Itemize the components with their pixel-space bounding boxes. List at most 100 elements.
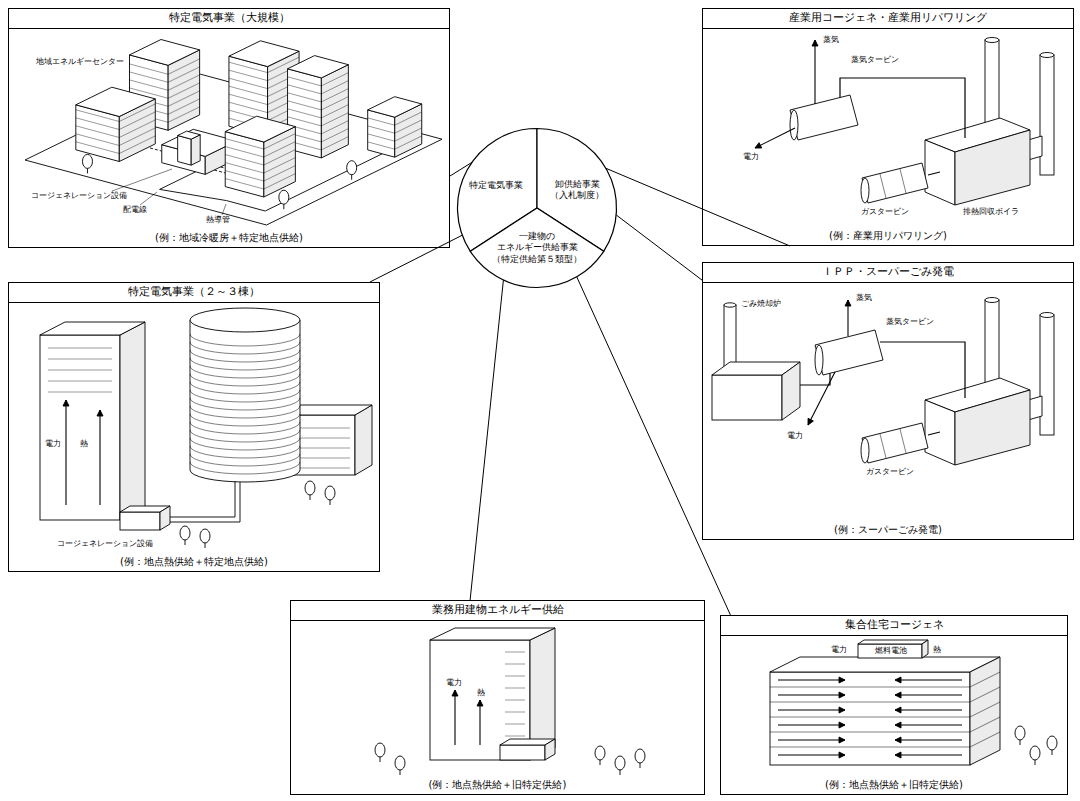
floor-line [119, 120, 155, 138]
fuel-cell [858, 640, 928, 644]
example-caption: (例：地点熱供給＋特定地点供給) [11, 556, 377, 568]
leader-line [112, 169, 172, 191]
panel-title: 業務用建物エネルギー供給 [291, 601, 704, 621]
illustration-label: 電力 [742, 153, 760, 161]
window-line [300, 428, 350, 429]
cogeneration-unit [160, 506, 170, 530]
floor-line [119, 136, 155, 154]
office-illustration [375, 628, 645, 775]
window-line [505, 724, 525, 725]
window-line [300, 438, 350, 439]
chimney-top [1040, 53, 1054, 58]
floor-line [395, 120, 422, 133]
tower-band [190, 334, 300, 346]
illustration-label: 熱 [79, 440, 89, 448]
floor-line [770, 702, 970, 703]
incinerator [712, 375, 782, 420]
floor-line [321, 105, 348, 118]
floor-line [129, 72, 168, 82]
chimney-top [985, 38, 999, 43]
floor-line [288, 101, 322, 110]
supply-arrow [895, 754, 962, 755]
building-face [355, 405, 372, 475]
arrow-head [839, 752, 845, 758]
repowering-illustration [755, 38, 1054, 206]
building-roof [430, 628, 555, 640]
example-panel: 特定電気事業（２～３棟） (例：地点熱供給＋特定地点供給) [8, 282, 380, 572]
supply-arrow [778, 694, 845, 695]
panel-title: ＩＰＰ・スーパーごみ発電 [703, 263, 1073, 283]
illustration-label: 蒸気タービン [850, 56, 900, 64]
floor-line [168, 83, 200, 98]
connector-line [370, 235, 462, 282]
heat-pipe [170, 481, 235, 517]
floor-line [229, 78, 268, 88]
steam-pipe [880, 342, 965, 398]
cogeneration-unit [545, 739, 555, 760]
window-line [505, 652, 525, 653]
arrow-head [812, 40, 818, 46]
building-roof [76, 87, 155, 116]
example-caption: (例：地域冷暖房＋特定地点供給) [11, 232, 447, 244]
floor-line [395, 136, 422, 149]
floor-line [168, 59, 200, 74]
incinerator-chimney [724, 305, 736, 369]
gas-turbine-detail [900, 169, 906, 193]
supply-arrow [778, 709, 845, 710]
building-face [770, 672, 970, 765]
sector-label: 卸供給事業 （入札制度） [546, 179, 608, 202]
building-roof [229, 41, 299, 67]
district-illustration [25, 40, 442, 226]
floor-line [119, 104, 155, 122]
floor-line [321, 129, 348, 142]
floor-line [970, 717, 1000, 732]
example-caption: (例：産業用リパワリング) [705, 230, 1071, 242]
floor-line [229, 94, 268, 104]
floor-line [770, 717, 970, 718]
arrow-head [895, 707, 901, 713]
window-line [48, 370, 112, 371]
illustration-label: 地域エネルギーセンター [35, 58, 125, 66]
steam-turbine [790, 95, 858, 140]
floor-line [129, 64, 168, 74]
tree-crown [200, 529, 210, 543]
gas-turbine-end [861, 438, 869, 463]
cogeneration-unit [500, 745, 545, 760]
illustration-label: コージェネレーション設備 [56, 540, 154, 548]
example-caption: (例：地点熱供給＋旧特定供給) [293, 779, 702, 791]
tower-band [190, 406, 300, 418]
illustration-label: 燃料電池 [874, 647, 908, 655]
floor-line [970, 672, 1000, 687]
arrow-head [839, 737, 845, 743]
tower-band [190, 390, 300, 402]
arrow-head [839, 722, 845, 728]
window-line [505, 676, 525, 677]
window-line [505, 664, 525, 665]
arrow-head [895, 722, 901, 728]
tree-crown [635, 749, 645, 763]
example-panel: 業務用建物エネルギー供給 (例：地点熱供給＋旧特定供給) [290, 600, 705, 795]
boiler-face [925, 140, 955, 205]
supply-arrow [895, 709, 962, 710]
arrow-head [839, 677, 845, 683]
floor-line [288, 109, 322, 118]
arrow-head [452, 690, 458, 696]
window-line [505, 736, 525, 737]
tower-band [190, 374, 300, 386]
floor-line [770, 687, 970, 688]
panel-title: 特定電気事業（２～３棟） [9, 283, 379, 303]
gas-turbine [862, 163, 928, 203]
floor-line [321, 137, 348, 150]
power-line [160, 172, 227, 201]
tree-crown [1047, 736, 1057, 750]
supply-arrow [778, 754, 845, 755]
steam-turbine-end [790, 110, 798, 140]
floor-line [264, 158, 296, 173]
connector-line [606, 168, 790, 246]
tree-crown [595, 746, 605, 760]
power-arrow [454, 690, 455, 745]
tree-crown [615, 756, 625, 770]
